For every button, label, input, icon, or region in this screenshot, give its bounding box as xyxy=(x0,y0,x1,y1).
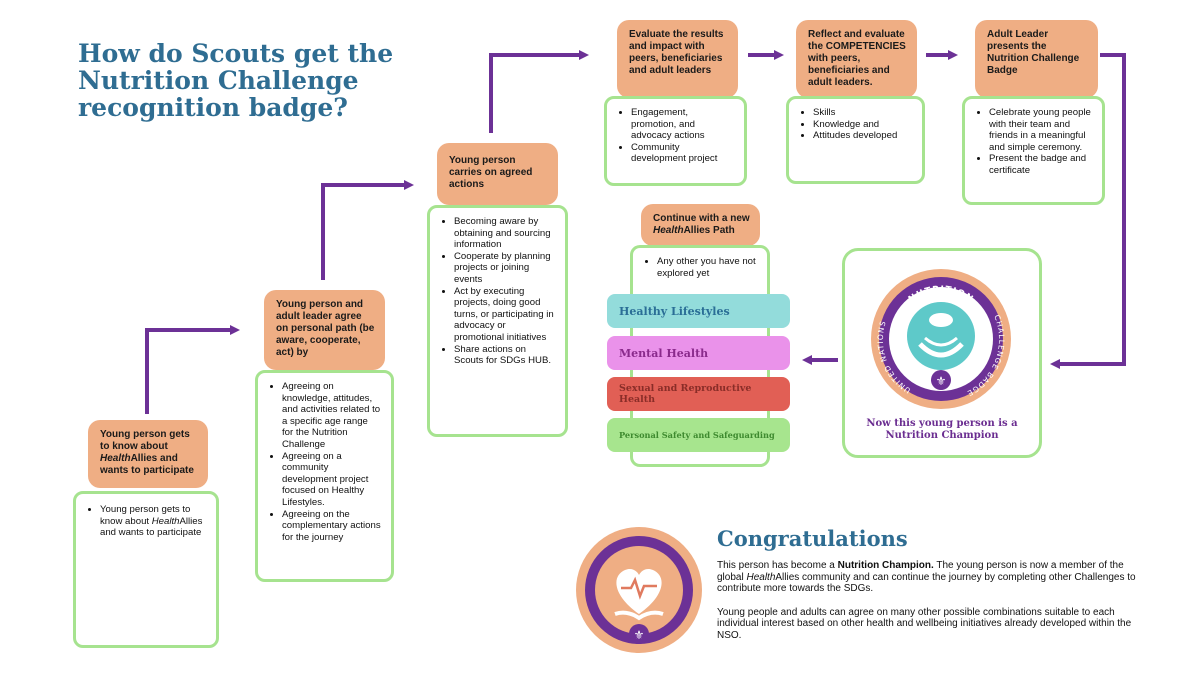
path-mental-health: Mental Health xyxy=(607,336,790,370)
arrow-step1-to-step2 xyxy=(145,325,240,414)
step-2-box: Agreeing on knowledge, attitudes, and ac… xyxy=(255,370,394,582)
step-3-item: Share actions on Scouts for SDGs HUB. xyxy=(454,344,555,367)
step-1-header-text: Young person gets to know about xyxy=(100,429,190,452)
svg-text:⚜: ⚜ xyxy=(936,374,947,388)
champion-frame xyxy=(842,248,1042,458)
step-5-box: Skills Knowledge and Attitudes developed xyxy=(786,96,925,184)
svg-text:⚜: ⚜ xyxy=(634,628,645,642)
congrats-title: Congratulations xyxy=(717,526,908,551)
step-3-item: Becoming aware by obtaining and sourcing… xyxy=(454,216,555,251)
step-3-header: Young person carries on agreed actions xyxy=(437,143,558,205)
continue-header-health: Health xyxy=(653,225,684,236)
step-1-header-allies: Allies and wants to participate xyxy=(100,453,194,476)
step-3-box: Becoming aware by obtaining and sourcing… xyxy=(427,205,568,437)
path-sexual-reproductive-health: Sexual and Reproductive Health xyxy=(607,377,790,411)
step-2-item: Agreeing on the complementary actions fo… xyxy=(282,509,381,544)
congrats-paragraph-2: Young people and adults can agree on man… xyxy=(717,606,1132,641)
congrats-paragraph-1: This person has become a Nutrition Champ… xyxy=(717,560,1136,595)
step-6-box: Celebrate young people with their team a… xyxy=(962,96,1105,205)
step-1-box: Young person gets to know about HealthAl… xyxy=(73,491,219,648)
nutrition-badge: ⚜ NUTRITION UNITED NATIONS CHALLENGE BAD… xyxy=(871,269,1011,409)
step-5-item: Attitudes developed xyxy=(813,130,912,142)
continue-header: Continue with a new HealthAllies Path xyxy=(641,204,760,246)
continue-header-text: Continue with a new xyxy=(653,213,750,224)
step-6-header: Adult Leader presents the Nutrition Chal… xyxy=(975,20,1098,98)
page-title: How do Scouts get the Nutrition Challeng… xyxy=(78,39,394,122)
path-healthy-lifestyles: Healthy Lifestyles xyxy=(607,294,790,328)
step-5-item: Knowledge and xyxy=(813,119,912,131)
arrow-step2-to-step3 xyxy=(321,180,414,280)
heart-badge: ⚜ xyxy=(576,527,702,653)
step-3-item: Cooperate by planning projects or joinin… xyxy=(454,251,555,286)
congrats-text: This person has become a Nutrition Champ… xyxy=(717,560,1142,654)
step-4-header: Evaluate the results and impact with pee… xyxy=(617,20,738,98)
arrow-step6-to-badge xyxy=(1050,53,1126,369)
continue-item: Any other you have not explored yet xyxy=(657,256,757,279)
step-2-header: Young person and adult leader agree on p… xyxy=(264,290,385,370)
step-5-item: Skills xyxy=(813,107,912,119)
step-4-item: Engagement, promotion, and advocacy acti… xyxy=(631,107,734,142)
step-4-box: Engagement, promotion, and advocacy acti… xyxy=(604,96,747,186)
step-1-header-health: Health xyxy=(100,453,131,464)
step-3-item: Act by executing projects, doing good tu… xyxy=(454,286,555,344)
step-6-item: Celebrate young people with their team a… xyxy=(989,107,1092,153)
step-5-header: Reflect and evaluate the COMPETENCIES wi… xyxy=(796,20,917,98)
step-4-item: Community development project xyxy=(631,142,734,165)
champion-caption: Now this young person is a Nutrition Cha… xyxy=(866,418,1018,441)
arrow-step3-to-step4 xyxy=(489,50,589,133)
step-2-item: Agreeing on knowledge, attitudes, and ac… xyxy=(282,381,381,451)
step-6-item: Present the badge and certificate xyxy=(989,153,1092,176)
continue-header-allies: Allies Path xyxy=(683,225,735,236)
step-1-header: Young person gets to know about HealthAl… xyxy=(88,420,208,488)
path-personal-safety: Personal Safety and Safeguarding xyxy=(607,418,790,452)
step-1-item: Young person gets to know about HealthAl… xyxy=(100,504,206,539)
step-2-item: Agreeing on a community development proj… xyxy=(282,451,381,509)
